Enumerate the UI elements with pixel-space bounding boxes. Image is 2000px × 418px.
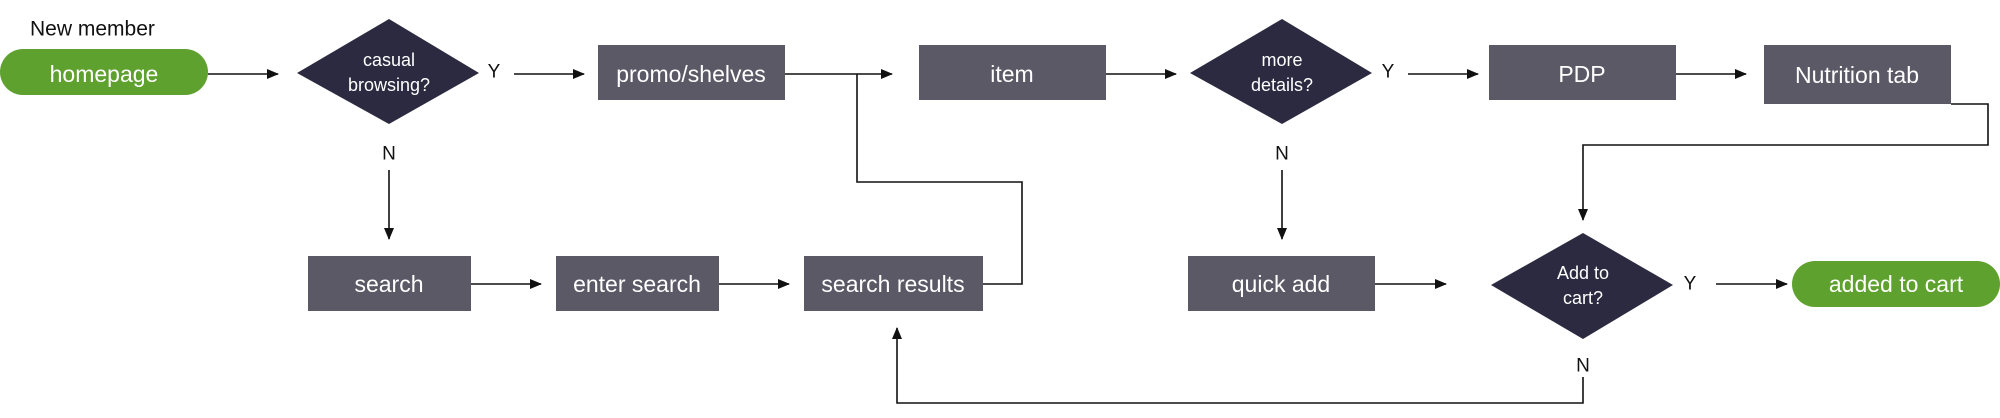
decision-casual-browsing: casual browsing?: [297, 19, 479, 124]
node-enter-search-label: enter search: [573, 271, 701, 297]
details-no-label: N: [1275, 144, 1289, 165]
node-pdp-label: PDP: [1558, 61, 1605, 87]
details-yes-label: Y: [1382, 62, 1395, 83]
connectors: [208, 69, 1989, 404]
node-search: search: [308, 256, 471, 311]
node-homepage: homepage: [0, 49, 208, 95]
decision-more-details: more details?: [1190, 19, 1372, 124]
decision-casual-browsing-line1: casual: [363, 50, 415, 70]
node-nutrition-tab-label: Nutrition tab: [1795, 62, 1919, 88]
node-search-results: search results: [804, 256, 983, 311]
node-quick-add: quick add: [1188, 256, 1375, 311]
node-search-label: search: [354, 271, 423, 297]
decision-more-details-line1: more: [1261, 50, 1302, 70]
node-enter-search: enter search: [556, 256, 719, 311]
node-homepage-label: homepage: [50, 61, 159, 87]
node-quick-add-label: quick add: [1232, 271, 1330, 297]
edge-results-to-item: [856, 74, 1023, 285]
cart-yes-label: Y: [1684, 274, 1697, 295]
casual-yes-label: Y: [488, 62, 501, 83]
cart-no-label: N: [1576, 356, 1590, 377]
decision-more-details-line2: details?: [1251, 75, 1313, 95]
decision-add-to-cart-line2: cart?: [1563, 288, 1603, 308]
decision-add-to-cart-line1: Add to: [1557, 263, 1609, 283]
node-search-results-label: search results: [821, 271, 964, 297]
node-item-label: item: [990, 61, 1033, 87]
node-pdp: PDP: [1489, 45, 1676, 100]
decision-add-to-cart: Add to cart?: [1491, 233, 1673, 339]
node-nutrition-tab: Nutrition tab: [1764, 45, 1951, 104]
casual-no-label: N: [382, 144, 396, 165]
node-added-to-cart: added to cart: [1792, 261, 2000, 307]
decision-casual-browsing-line2: browsing?: [348, 75, 430, 95]
node-promo-shelves: promo/shelves: [598, 45, 785, 100]
edge-cart-no-to-search-results: [892, 327, 1584, 404]
node-item: item: [919, 45, 1106, 100]
node-promo-shelves-label: promo/shelves: [616, 61, 766, 87]
edge-nutrition-to-add-to-cart: [1578, 103, 1989, 221]
edge-labels: Y N Y N Y N: [382, 62, 1697, 377]
node-added-to-cart-label: added to cart: [1829, 271, 1964, 297]
flowchart-title: New member: [30, 18, 155, 41]
